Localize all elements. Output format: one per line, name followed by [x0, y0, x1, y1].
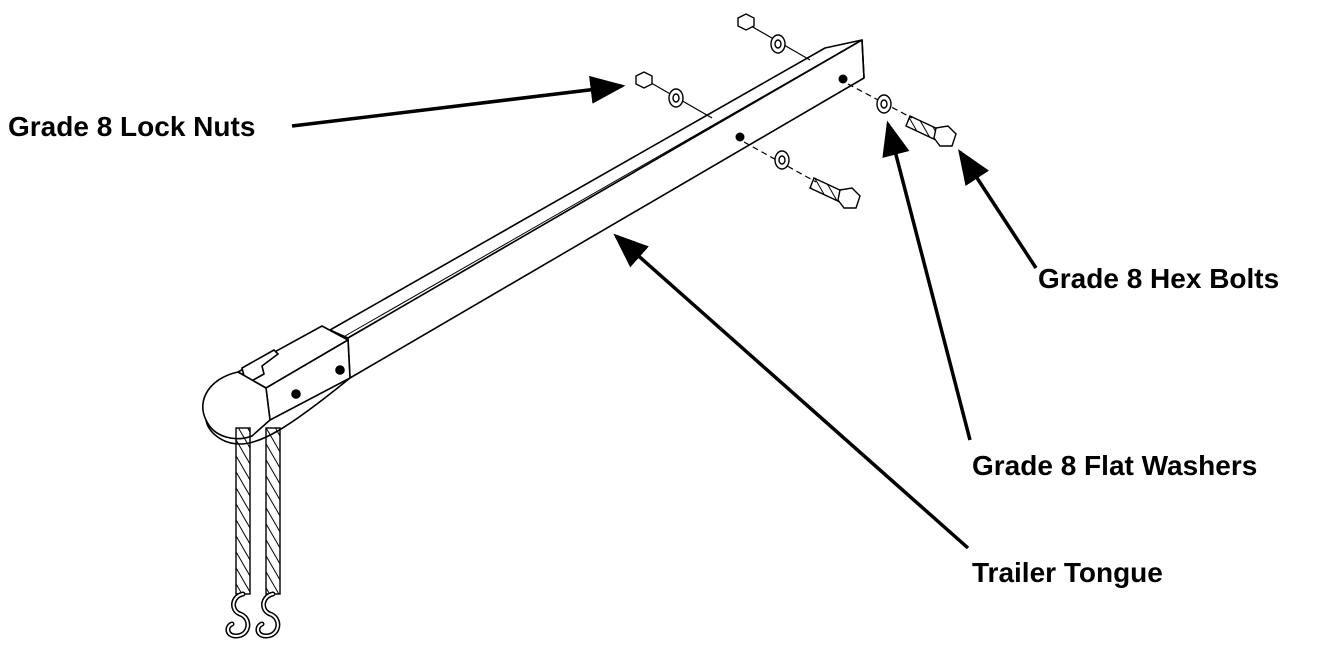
safety-chain-left: [235, 427, 251, 595]
hardware-set-middle-side: [743, 141, 861, 209]
bolt-hole-rear: [838, 74, 848, 84]
hardware-set-rear-side: [847, 83, 957, 147]
beam-side-face: [347, 39, 865, 379]
arrow-trailer-tongue: [613, 233, 970, 550]
hardware-set-rear-top: [737, 13, 811, 61]
trailer-tongue-beam: [329, 39, 865, 379]
s-hook-right: [255, 591, 281, 639]
hex-bolt-head-middle: [837, 187, 861, 209]
s-hook-left: [225, 591, 251, 639]
beam-top-face: [329, 39, 863, 339]
bolt-hole-middle: [735, 132, 745, 142]
label-hex-bolts: Grade 8 Hex Bolts: [1038, 263, 1280, 294]
arrow-flat-washers: [882, 120, 972, 441]
lock-nut-middle-top: [635, 71, 653, 89]
coupler-bolt-2: [335, 365, 345, 375]
hex-bolt-head-rear: [933, 125, 957, 147]
hardware-set-middle-top: [635, 71, 713, 119]
safety-chains: [225, 427, 281, 639]
label-lock-nuts: Grade 8 Lock Nuts: [8, 111, 256, 142]
safety-chain-right: [265, 427, 281, 595]
coupler-bolt-1: [291, 389, 301, 399]
bolt-holes: [735, 74, 848, 142]
arrow-lock-nuts: [291, 75, 626, 128]
label-flat-washers: Grade 8 Flat Washers: [972, 450, 1258, 481]
lock-nut-rear-top: [737, 13, 755, 31]
leader-arrows: [291, 75, 1038, 550]
label-trailer-tongue: Trailer Tongue: [972, 557, 1163, 588]
arrow-hex-bolts: [958, 149, 1038, 269]
coupler: [201, 325, 351, 445]
